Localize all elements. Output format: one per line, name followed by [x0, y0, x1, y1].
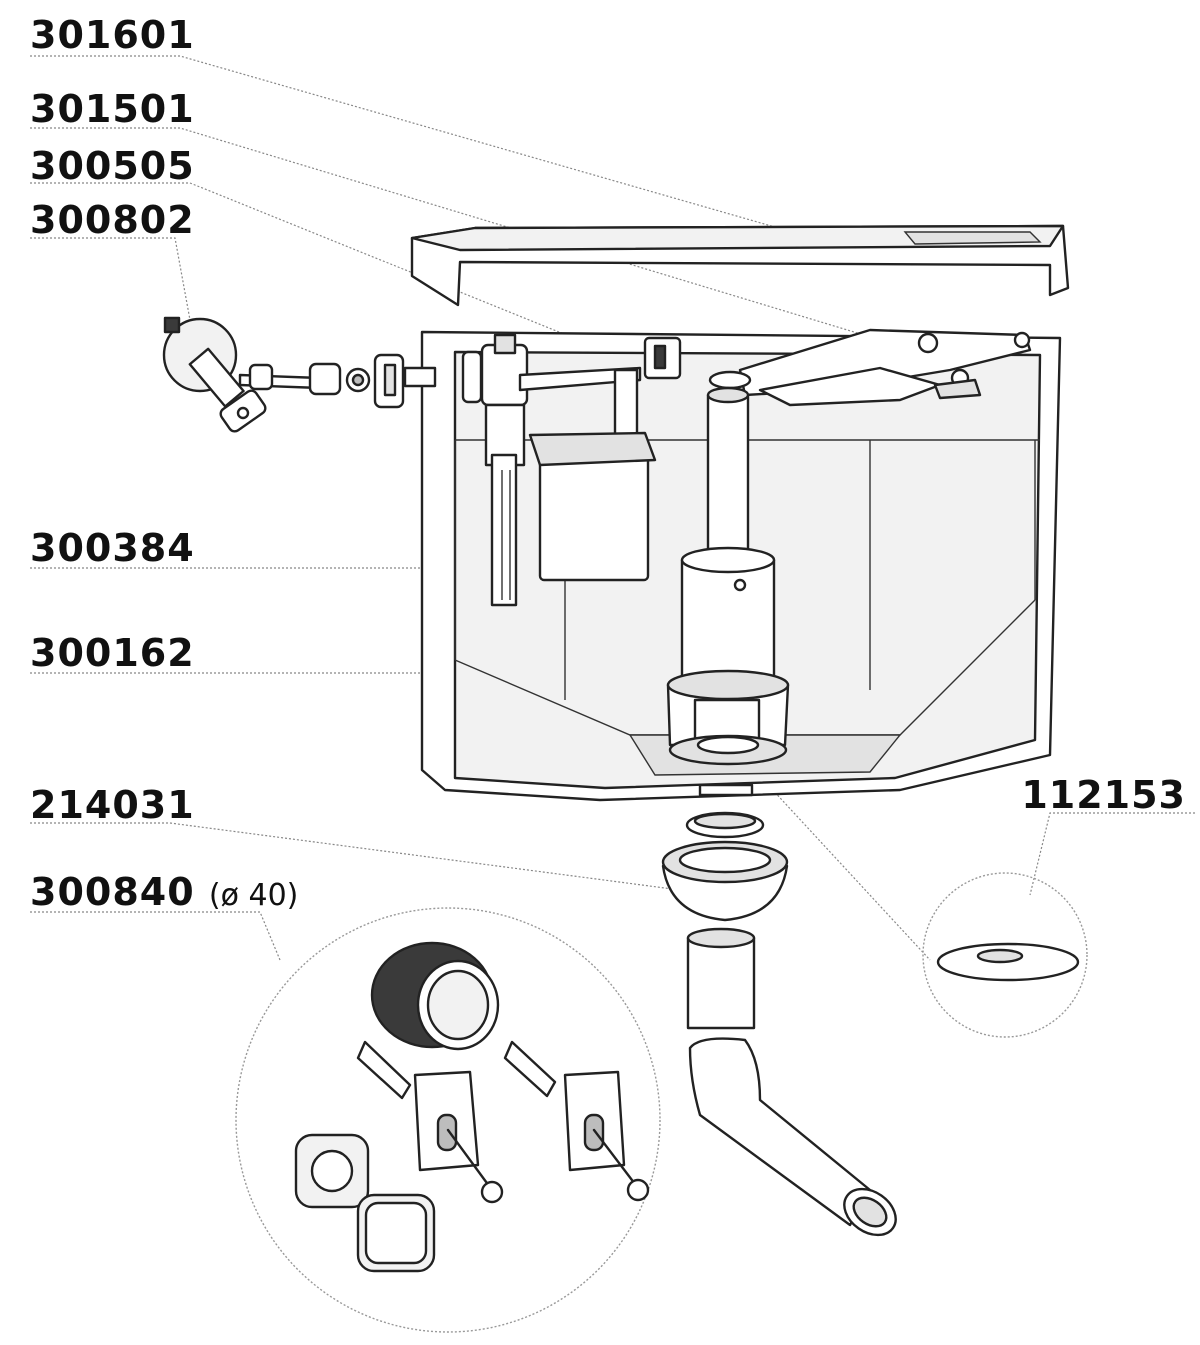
flush-valve [666, 370, 790, 766]
part-label-301501: 301501 [30, 87, 195, 131]
outlet-connector [661, 783, 789, 922]
fill-valve [461, 333, 682, 607]
part-label-300505: 300505 [30, 144, 195, 188]
washer-detail-circle [922, 872, 1088, 1038]
angle-valve [162, 316, 437, 433]
part-number-300840: 300840 [30, 870, 195, 914]
part-label-300384: 300384 [30, 526, 195, 570]
part-label-301601: 301601 [30, 13, 195, 57]
part-label-112153: 112153 [1021, 773, 1186, 817]
tank-cover [410, 224, 1070, 307]
part-label-300162: 300162 [30, 631, 195, 675]
part-label-300840: 300840 (ø 40) [30, 873, 298, 911]
diameter-note: (ø 40) [208, 878, 299, 913]
part-label-214031: 214031 [30, 783, 195, 827]
flush-lever [738, 328, 1032, 407]
outlet-pipe [686, 927, 897, 1237]
part-label-300802: 300802 [30, 198, 195, 242]
fixing-kit-detail-circle [235, 907, 661, 1333]
